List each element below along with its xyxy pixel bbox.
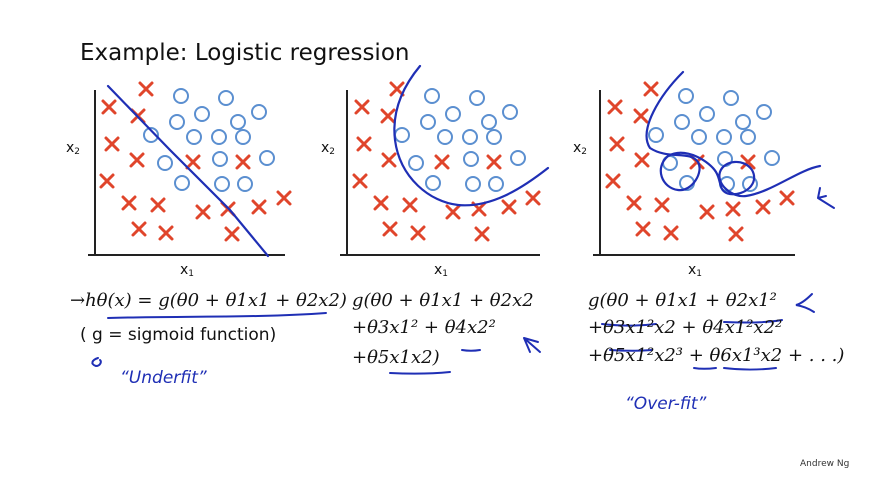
arrow-near-curve [817,187,835,209]
plot-1-y-label: x2 [66,140,81,157]
underline-right-line3c [723,367,777,371]
middle-formula-line1: g(θ0 + θ1x1 + θ2x2 [352,290,534,311]
underline-right-line2a [601,323,657,327]
plot-1 [88,81,292,258]
underline-right-line3b [693,367,717,370]
left-formula-line1: →hθ(x) = g(θ0 + θ1x1 + θ2x2) [70,290,347,311]
underline-left-formula [107,312,327,319]
overfit-annotation: “Over-fit” [625,394,707,414]
plot-3-x-label: x1 [688,262,703,279]
plot-3-decision-boundary [645,70,822,198]
plot-3-y-label: x2 [573,140,588,157]
right-formula-line1: g(θ0 + θ1x1 + θ2x1² [588,290,777,311]
ink-annotations [91,187,835,375]
plot-3-circles [648,88,780,192]
middle-formula-line2: +θ3x1² + θ4x2² [352,317,496,338]
right-formula-line2: +θ3x1²x2 + θ4x1²x2² [588,317,783,338]
plot-2-decision-boundary [393,64,550,207]
underfit-annotation: “Underfit” [120,368,207,388]
middle-formula-line3: +θ5x1x2) [352,347,440,368]
underline-middle-x2sq [461,349,481,352]
slide-title: Example: Logistic regression [80,40,410,66]
check-arrow-middle [523,337,541,353]
right-formula-line3: +θ5x1²x2³ + θ6x1³x2 + . . .) [588,345,845,366]
plot-2-circles [394,88,526,192]
author-credit: Andrew Ng [800,459,850,469]
plot-2 [340,64,550,256]
plot-2-y-label: x2 [321,140,336,157]
plot-1-decision-boundary [106,84,270,258]
sigmoid-note: ( g = sigmoid function) [80,325,277,345]
left-mark-under-note [91,357,102,368]
plot-1-x-label: x1 [180,262,195,279]
plot-1-circles [143,88,275,192]
underline-right-line3a [609,349,653,352]
underline-middle-x1x2 [389,371,451,375]
plot-2-x-label: x1 [434,262,449,279]
underline-right-line2b [723,319,783,324]
arrow-right-formula [795,293,815,313]
plot-3 [593,70,822,256]
